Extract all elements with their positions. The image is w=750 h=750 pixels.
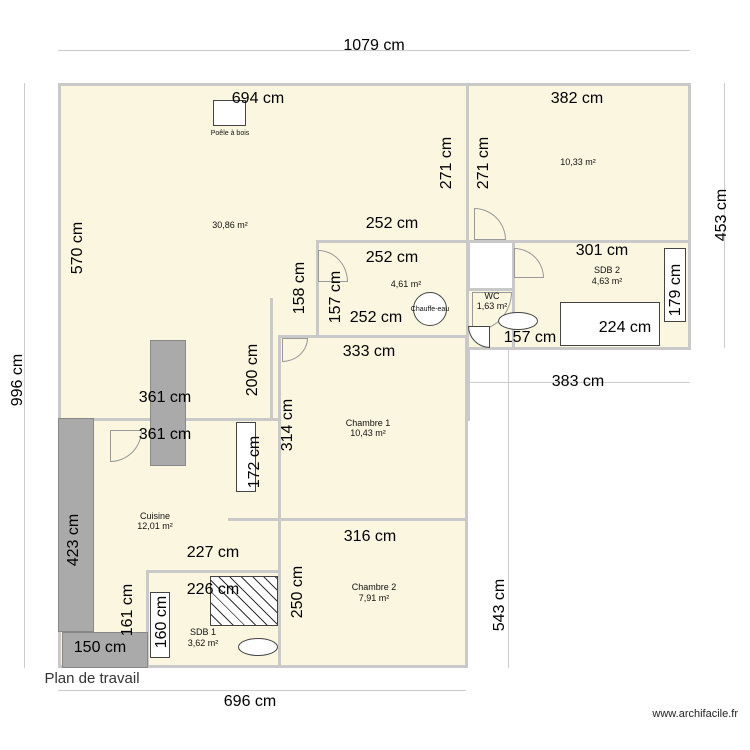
dimension-label: 383 cm — [551, 373, 605, 390]
kitchen-island — [150, 340, 186, 466]
room-area: 7,91 m² — [358, 593, 390, 603]
room-area: 1,63 m² — [476, 301, 508, 311]
room-area: 10,43 m² — [350, 428, 386, 438]
room-area: 3,62 m² — [187, 638, 219, 648]
shower-icon — [210, 576, 278, 626]
dimension-label: 333 cm — [342, 343, 396, 360]
watermark[interactable]: www.archifacile.fr — [652, 708, 738, 720]
dimension-label: 250 cm — [289, 565, 306, 619]
room-area: 10,33 m² — [560, 157, 596, 167]
stove-icon — [213, 100, 246, 126]
dimension-label: 271 cm — [475, 136, 492, 190]
room-area: 12,01 m² — [137, 521, 173, 531]
room-chambre2[interactable] — [278, 518, 468, 668]
dimension-label: 271 cm — [438, 136, 455, 190]
dimension-label: 382 cm — [550, 90, 604, 107]
room-name: Cuisine — [139, 511, 171, 521]
wall — [270, 298, 273, 418]
dimension-line — [58, 50, 690, 51]
dimension-label: 226 cm — [186, 581, 240, 598]
dimension-label: 696 cm — [223, 693, 277, 710]
dimension-label: 161 cm — [119, 583, 136, 637]
dimension-label: 252 cm — [349, 309, 403, 326]
dimension-label: 316 cm — [343, 528, 397, 545]
dimension-label: 1079 cm — [343, 37, 405, 54]
water-heater-label: Chauffe-eau — [410, 306, 450, 313]
sink-icon — [150, 592, 170, 658]
worktop — [62, 632, 148, 668]
dimension-label: 361 cm — [138, 389, 192, 406]
dimension-label: 172 cm — [246, 435, 263, 489]
dimension-label: 227 cm — [186, 544, 240, 561]
dimension-line — [508, 348, 509, 668]
dimension-label: 996 cm — [9, 353, 26, 407]
room-name: SDB 2 — [593, 265, 621, 275]
dimension-label: 150 cm — [73, 639, 127, 656]
kitchen-counter — [58, 418, 94, 632]
stove-label: Poêle à bois — [210, 130, 250, 137]
dimension-label: 301 cm — [575, 242, 629, 259]
room-name: Chambre 2 — [351, 582, 397, 592]
dimension-label: 453 cm — [713, 188, 730, 242]
room-area: 4,63 m² — [591, 276, 623, 286]
room-area: 30,86 m² — [212, 220, 248, 230]
room-name: WC — [484, 291, 500, 301]
dimension-line — [466, 382, 690, 383]
room-area: 4,61 m² — [390, 279, 422, 289]
dimension-label: 423 cm — [65, 513, 82, 567]
dimension-label: 543 cm — [491, 578, 508, 632]
dimension-label: 361 cm — [138, 426, 192, 443]
dimension-line — [724, 83, 725, 348]
dimension-label: 252 cm — [365, 215, 419, 232]
dimension-line — [24, 83, 25, 668]
dimension-label: 158 cm — [291, 261, 308, 315]
room-name: Chambre 1 — [345, 418, 391, 428]
toilet-icon — [238, 638, 278, 656]
dimension-label: 179 cm — [667, 263, 684, 317]
dimension-label: 252 cm — [365, 249, 419, 266]
dimension-label: 570 cm — [69, 221, 86, 275]
appliance-icon — [236, 422, 256, 492]
dimension-label: 157 cm — [503, 329, 557, 346]
sink-icon — [664, 248, 686, 322]
toilet-icon — [498, 312, 538, 330]
dimension-label: 157 cm — [327, 270, 344, 324]
room-chambre1[interactable] — [278, 335, 468, 523]
bathtub-icon — [560, 302, 660, 346]
wall — [228, 518, 280, 521]
water-heater-icon — [413, 292, 447, 326]
room-name: SDB 1 — [189, 627, 217, 637]
dimension-label: 160 cm — [153, 595, 170, 649]
worktop-label: Plan de travail — [44, 670, 140, 687]
dimension-label: 200 cm — [244, 343, 261, 397]
dimension-label: 224 cm — [598, 319, 652, 336]
dimension-label: 314 cm — [279, 398, 296, 452]
dimension-line — [58, 690, 466, 691]
dimension-label: 694 cm — [231, 90, 285, 107]
